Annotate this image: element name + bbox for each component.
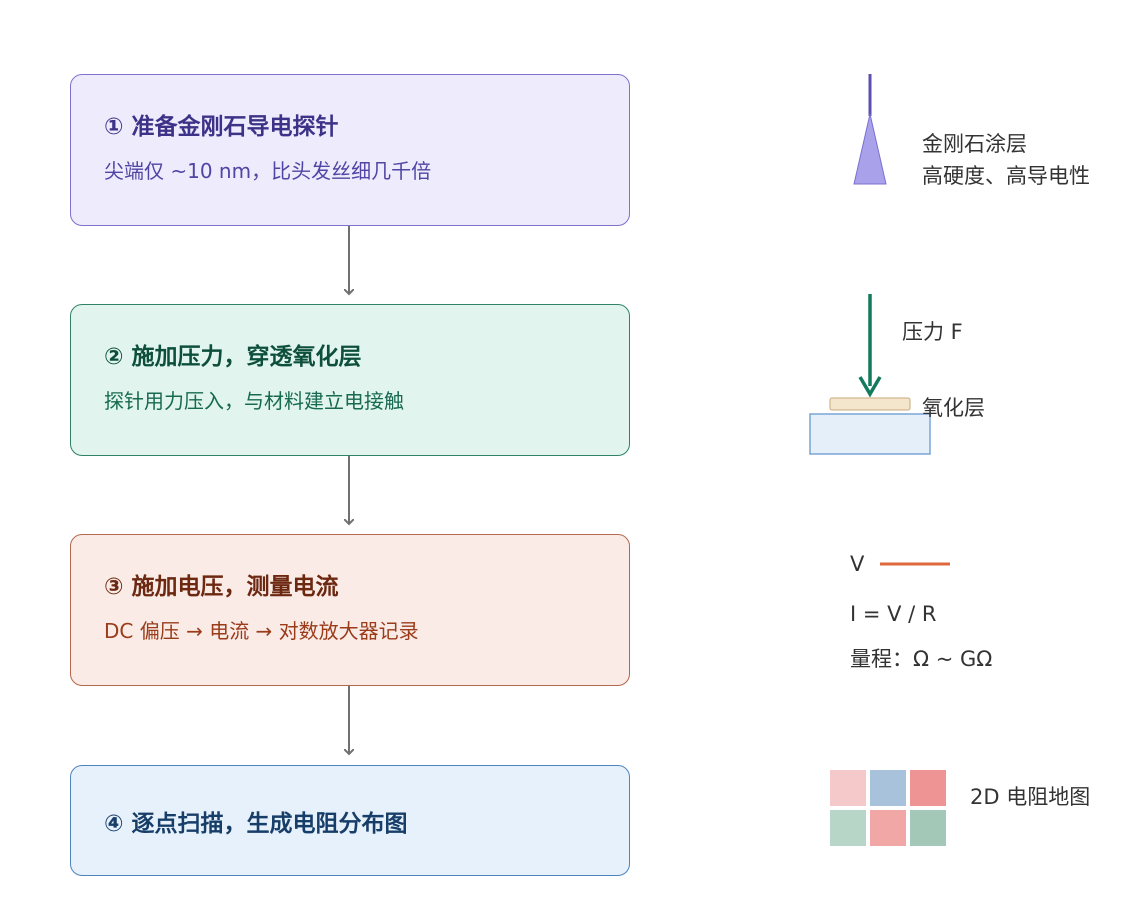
oxide-layer-shape (829, 397, 911, 411)
resistance-map-grid (830, 770, 946, 846)
step-3-description: DC 偏压 → 电流 → 对数放大器记录 (104, 619, 419, 643)
map-cell (830, 810, 866, 846)
step-2-description: 探针用力压入，与材料建立电接触 (104, 389, 404, 413)
step-4-title: ④ 逐点扫描，生成电阻分布图 (104, 811, 408, 837)
measurement-range: 量程：Ω ~ GΩ (850, 647, 993, 671)
map-cell (910, 810, 946, 846)
step-1-title: ① 准备金刚石导电探针 (104, 114, 339, 140)
force-arrow-head (858, 376, 882, 398)
ohm-formula: I = V / R (850, 602, 937, 626)
probe-label-line2: 高硬度、高导电性 (922, 164, 1090, 188)
probe-tip-icon (853, 113, 887, 185)
map-cell (910, 770, 946, 806)
step-4-box: ④ 逐点扫描，生成电阻分布图 (70, 765, 630, 876)
step-1-box: ① 准备金刚石导电探针 尖端仅 ~10 nm，比头发丝细几千倍 (70, 74, 630, 226)
substrate-shape (809, 413, 931, 455)
probe-label-line1: 金刚石涂层 (922, 132, 1027, 156)
force-label: 压力 F (902, 320, 963, 344)
voltage-label: V (850, 552, 865, 576)
step-3-box: ③ 施加电压，测量电流 DC 偏压 → 电流 → 对数放大器记录 (70, 534, 630, 686)
map-cell (870, 770, 906, 806)
step-1-description: 尖端仅 ~10 nm，比头发丝细几千倍 (104, 159, 432, 183)
step-2-box: ② 施加压力，穿透氧化层 探针用力压入，与材料建立电接触 (70, 304, 630, 456)
map-cell (830, 770, 866, 806)
step-2-title: ② 施加压力，穿透氧化层 (104, 344, 362, 370)
step-3-title: ③ 施加电压，测量电流 (104, 574, 339, 600)
oxide-label: 氧化层 (922, 396, 985, 420)
map-label: 2D 电阻地图 (970, 785, 1091, 809)
map-cell (870, 810, 906, 846)
